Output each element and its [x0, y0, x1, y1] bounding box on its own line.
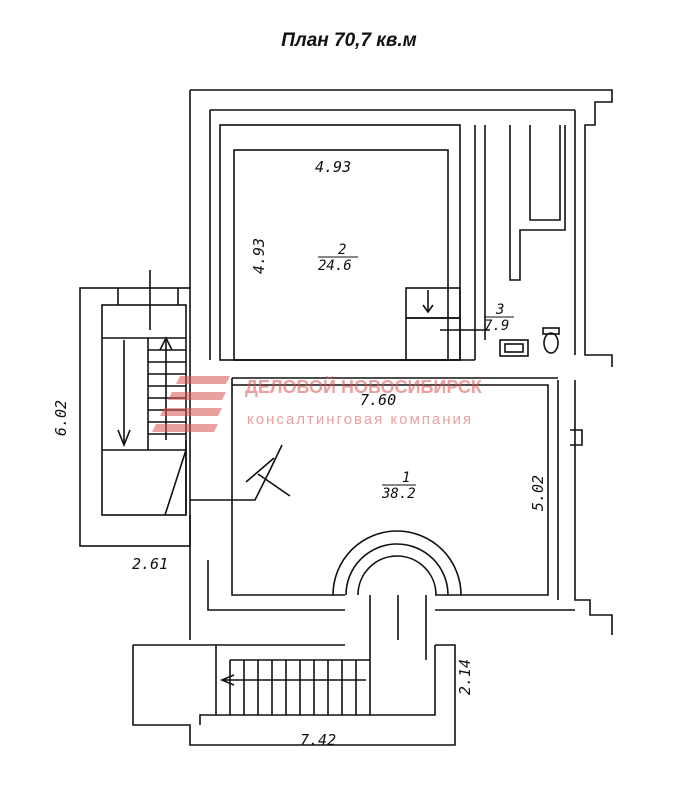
- watermark-logo-icon: [152, 376, 230, 432]
- dim-stair-height: 6.02: [52, 400, 70, 436]
- dim-stair-width: 2.61: [132, 555, 168, 573]
- watermark-line2: консалтинговая компания: [247, 411, 473, 428]
- dim-main-width: 7.60: [360, 391, 396, 409]
- watermark: ДЕЛОВОЙ НОВОСИБИРСК консалтинговая компа…: [152, 376, 483, 432]
- room-1-number: 1: [402, 470, 410, 486]
- plan-title: План 70,7 кв.м: [281, 30, 417, 51]
- dim-room2-height: 4.93: [250, 238, 268, 274]
- room-3-walls: [440, 125, 566, 360]
- room-1-area: 38.2: [381, 486, 416, 502]
- watermark-line1: ДЕЛОВОЙ НОВОСИБИРСК: [245, 376, 483, 397]
- corridor: [185, 440, 291, 515]
- dim-entrance-width: 7.42: [300, 731, 336, 749]
- dim-room2-width: 4.93: [315, 158, 351, 176]
- entrance-staircase: [132, 644, 456, 746]
- room-2-number: 2: [338, 242, 346, 258]
- room-1-walls: [231, 359, 558, 660]
- outer-walls: [189, 89, 613, 640]
- room-3-area: 7.9: [484, 318, 509, 334]
- room-2-area: 24.6: [318, 258, 352, 274]
- dim-main-height: 5.02: [529, 475, 547, 511]
- left-staircase: [79, 270, 191, 547]
- room-3-number: 3: [495, 302, 504, 318]
- dim-entrance-height: 2.14: [456, 659, 474, 695]
